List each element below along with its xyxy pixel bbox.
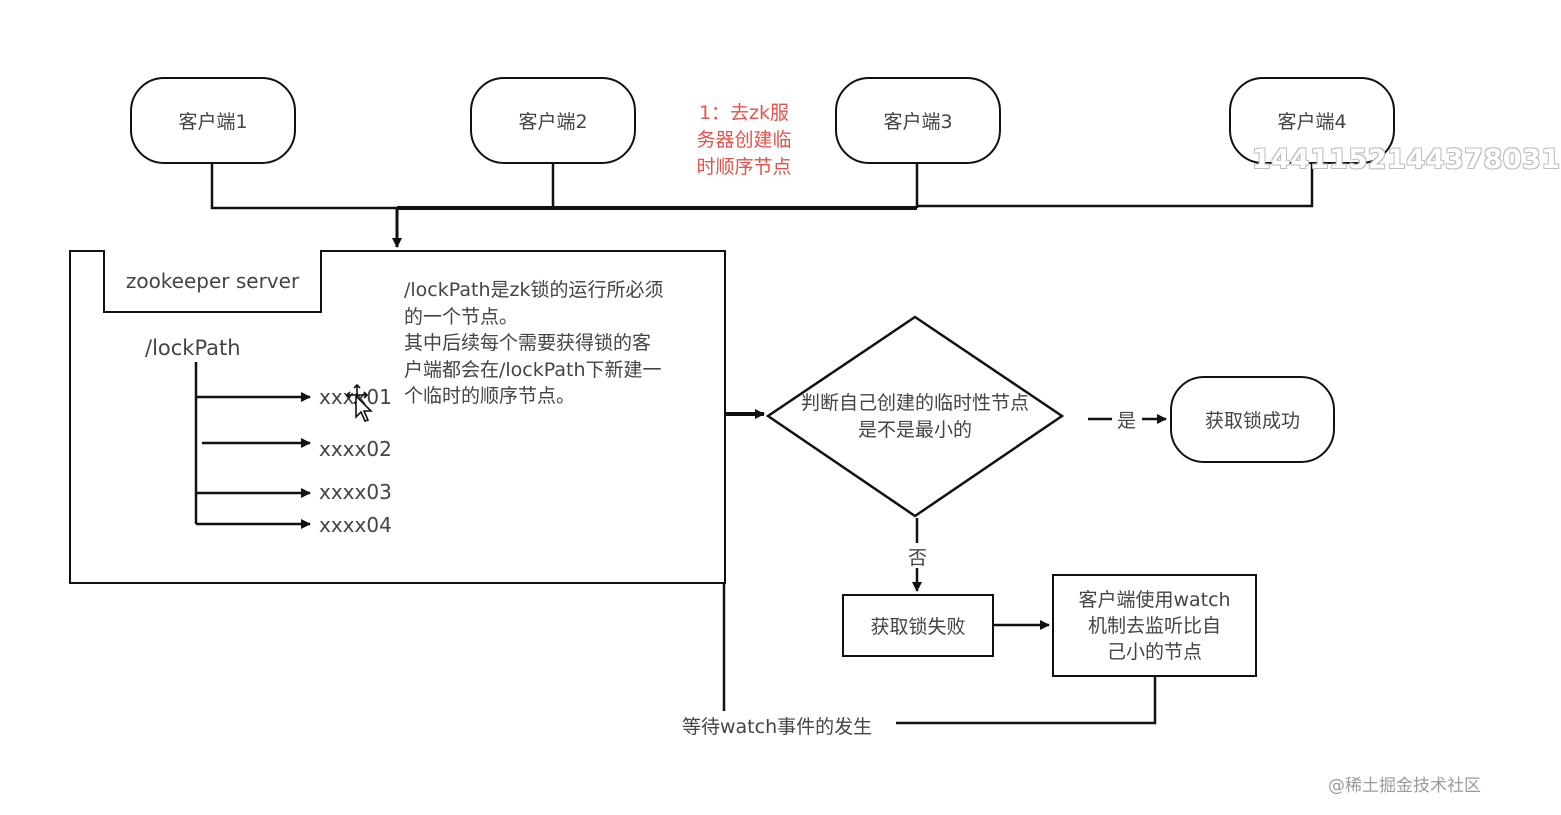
flow-diagram: 客户端1 客户端2 客户端3 客户端4 1：去zk服 务器创建临 时顺序节点 1… <box>69 77 1561 796</box>
watch-down-line <box>896 677 1157 725</box>
client-3-node: 客户端3 <box>835 77 1001 164</box>
mouse-cursor-icon <box>345 383 373 422</box>
site-watermark: @稀土掘金技术社区 <box>1328 776 1481 796</box>
yes-label: 是 <box>1117 410 1137 432</box>
server-container <box>69 250 726 584</box>
client-3-label: 客户端3 <box>883 111 953 133</box>
lock-node-02: xxxx02 <box>319 437 392 461</box>
connector-lines <box>194 163 1314 725</box>
lock-success-node: 获取锁成功 <box>1170 376 1335 463</box>
decision-text: 判断自己创建的临时性节点 是不是最小的 <box>800 392 1029 441</box>
lock-fail-node: 获取锁失败 <box>842 594 994 657</box>
lock-node-03: xxxx03 <box>319 480 392 504</box>
lock-node-04: xxxx04 <box>319 513 392 537</box>
client-4-label: 客户端4 <box>1277 111 1347 133</box>
lock-path-root: /lockPath <box>145 336 241 360</box>
client-1-node: 客户端1 <box>130 77 296 164</box>
client-2-label: 客户端2 <box>518 111 588 133</box>
wait-label: 等待watch事件的发生 <box>682 716 873 738</box>
lock-success-label: 获取锁成功 <box>1204 410 1300 432</box>
client-2-node: 客户端2 <box>470 77 636 164</box>
no-label: 否 <box>908 547 928 569</box>
client-1-label: 客户端1 <box>178 111 248 133</box>
decision-diamond <box>765 315 1065 518</box>
watch-node: 客户端使用watch 机制去监听比自 己小的节点 <box>1052 574 1257 677</box>
client-4-node: 客户端4 <box>1229 77 1395 164</box>
lock-fail-label: 获取锁失败 <box>870 616 966 638</box>
watch-label: 客户端使用watch 机制去监听比自 己小的节点 <box>1078 588 1231 663</box>
client-1-line <box>210 163 397 210</box>
client-4-line <box>917 163 1314 208</box>
watermark-number: 1441152144378031 <box>1252 144 1561 175</box>
server-title-box: zookeeper server <box>103 250 322 313</box>
server-title: zookeeper server <box>125 268 300 293</box>
step1-note: 1：去zk服 务器创建临 时顺序节点 <box>696 102 792 178</box>
server-description: /lockPath是zk锁的运行所必须 的一个节点。 其中后续每个需要获得锁的客… <box>404 279 664 407</box>
